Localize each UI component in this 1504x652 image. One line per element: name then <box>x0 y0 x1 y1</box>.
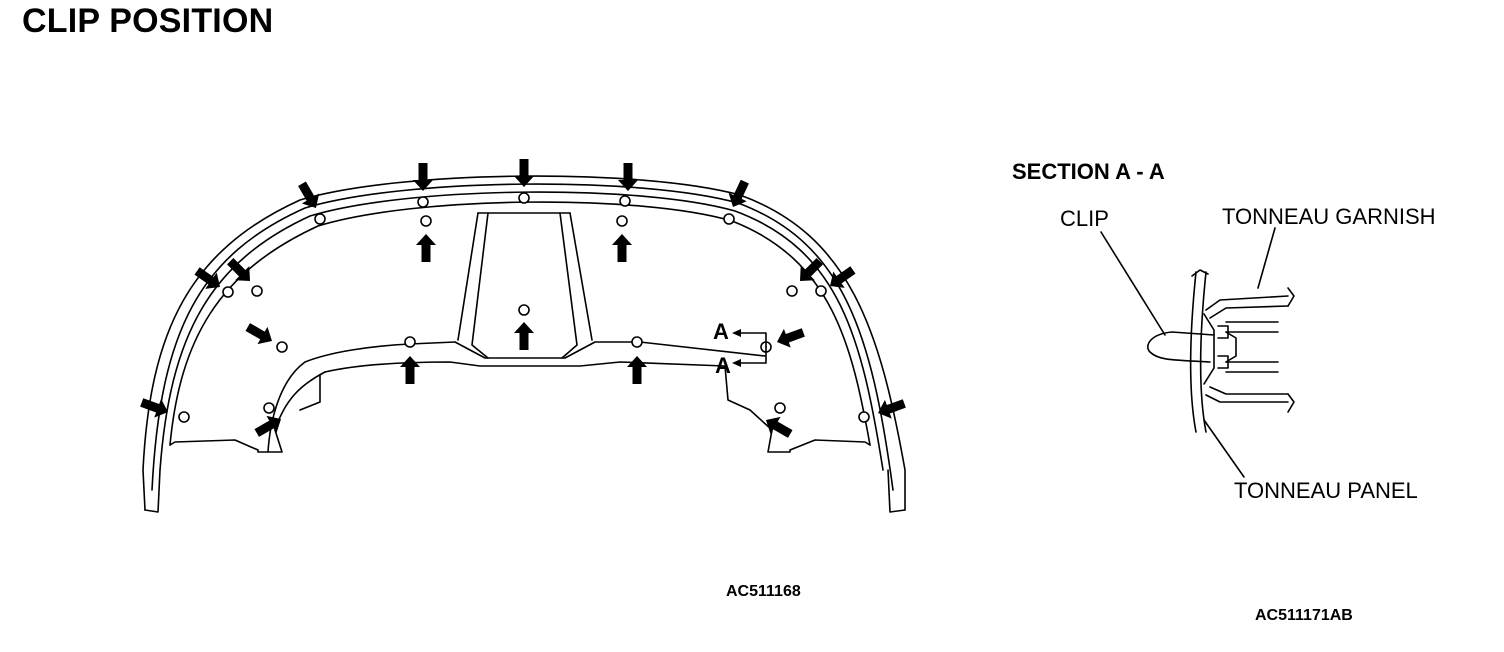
section-view-code: AC511171AB <box>1255 607 1353 624</box>
main-diagram-code: AC511168 <box>726 583 801 600</box>
arrow-icon <box>242 318 277 350</box>
arrow-icon <box>413 163 433 191</box>
arrow-icon <box>723 177 754 212</box>
clip-hole <box>178 411 190 423</box>
clip-hole <box>276 341 288 353</box>
section-marker-lower-label: A <box>715 353 731 378</box>
clip-hole <box>263 402 275 414</box>
clip-hole <box>314 213 326 225</box>
clip-hole <box>518 304 530 316</box>
clip-hole <box>815 285 827 297</box>
clip-holes <box>178 192 870 423</box>
clip-hole <box>222 286 234 298</box>
clip-label: CLIP <box>1060 206 1109 231</box>
section-marker <box>732 329 767 367</box>
clip-hole <box>518 192 530 204</box>
clip-hole <box>417 196 429 208</box>
clip-hole <box>420 215 432 227</box>
tonneau-garnish-label: TONNEAU GARNISH <box>1222 204 1436 229</box>
clip-hole <box>251 285 263 297</box>
tonneau-panel-label: TONNEAU PANEL <box>1234 478 1418 503</box>
arrow-icon <box>514 322 534 350</box>
arrow-icon <box>293 178 325 213</box>
arrow-icon <box>612 234 632 262</box>
section-view-title: SECTION A - A <box>1012 159 1165 184</box>
clip-hole <box>404 336 416 348</box>
clip-hole <box>619 195 631 207</box>
clip-hole <box>774 402 786 414</box>
arrow-icon <box>824 261 859 295</box>
section-marker-upper-label: A <box>713 319 729 344</box>
clip-hole <box>631 336 643 348</box>
arrow-icon <box>627 356 647 384</box>
arrow-icon <box>761 411 796 443</box>
clip-hole <box>723 213 735 225</box>
arrow-icon <box>773 323 807 352</box>
section-view-drawing <box>1100 227 1295 478</box>
arrow-icon <box>416 234 436 262</box>
clip-hole <box>616 215 628 227</box>
arrow-icon <box>400 356 420 384</box>
page-title: CLIP POSITION <box>22 2 274 40</box>
arrow-icon <box>514 159 534 187</box>
clip-hole <box>786 285 798 297</box>
clip-hole <box>858 411 870 423</box>
